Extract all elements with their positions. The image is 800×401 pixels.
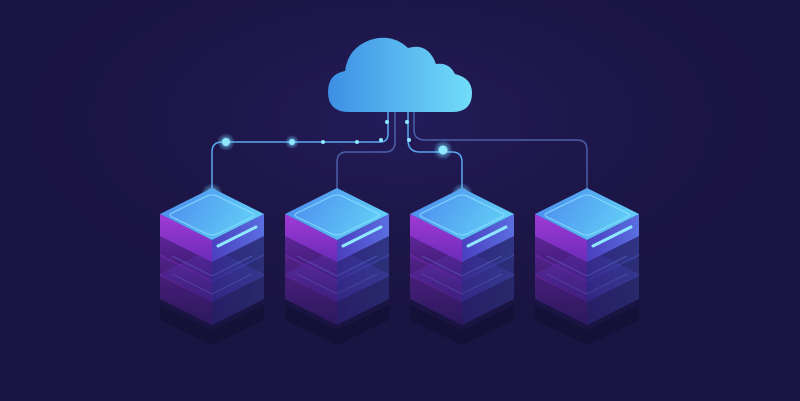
server-stack-icon	[158, 186, 266, 347]
server-stack-icon	[283, 186, 391, 347]
server-stack-icon	[533, 186, 641, 347]
cloud-icon	[328, 37, 472, 112]
server-stack-icon	[408, 186, 516, 347]
